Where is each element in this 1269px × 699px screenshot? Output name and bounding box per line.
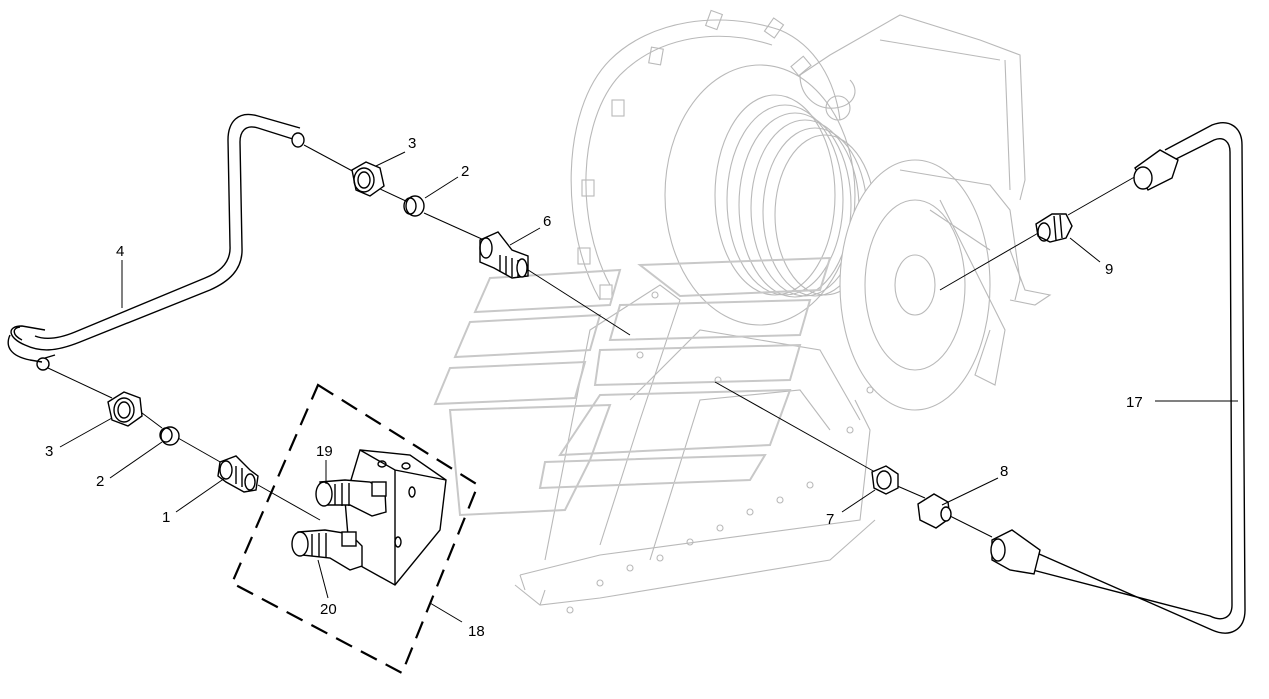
callout-6: 6	[543, 213, 551, 230]
ring-item-7	[871, 465, 899, 495]
ring-item-2-upper	[403, 195, 425, 217]
callout-4: 4	[116, 243, 124, 260]
callout-9: 9	[1105, 261, 1113, 278]
callout-3-lower: 3	[45, 443, 53, 460]
callout-3-upper: 3	[408, 135, 416, 152]
callout-2-upper: 2	[461, 163, 469, 180]
nut-item-3-lower	[107, 391, 143, 427]
valve-block-group-outline	[230, 383, 480, 675]
pipe-item-4	[7, 113, 305, 371]
base-bolt-holes	[566, 291, 874, 614]
nut-item-3-upper	[351, 161, 385, 197]
callout-20: 20	[320, 601, 337, 618]
assembly-centerlines	[47, 144, 1139, 538]
fitting-item-6	[479, 231, 529, 279]
winch-assembly-background	[514, 9, 1052, 614]
fitting-item-1	[217, 455, 259, 493]
hose-item-17	[990, 122, 1246, 634]
callout-2-lower: 2	[96, 473, 104, 490]
callout-8: 8	[1000, 463, 1008, 480]
callout-18: 18	[468, 623, 485, 640]
callout-1: 1	[162, 509, 170, 526]
flange-bolts	[577, 9, 812, 300]
fitting-item-9	[1035, 213, 1073, 243]
cartridge-valve-item-19	[315, 479, 387, 517]
callout-19: 19	[316, 443, 333, 460]
watermark-logo	[433, 256, 832, 517]
callout-17: 17	[1126, 394, 1143, 411]
callout-labels: 3 2 6 4 3 2 1 19 20 18 7 8 9 17	[45, 135, 1143, 640]
fitting-item-8	[917, 493, 952, 529]
cartridge-valve-item-20	[291, 529, 363, 571]
callout-leaders	[59, 151, 1238, 623]
ring-item-2-lower	[159, 426, 180, 446]
callout-7: 7	[826, 511, 834, 528]
